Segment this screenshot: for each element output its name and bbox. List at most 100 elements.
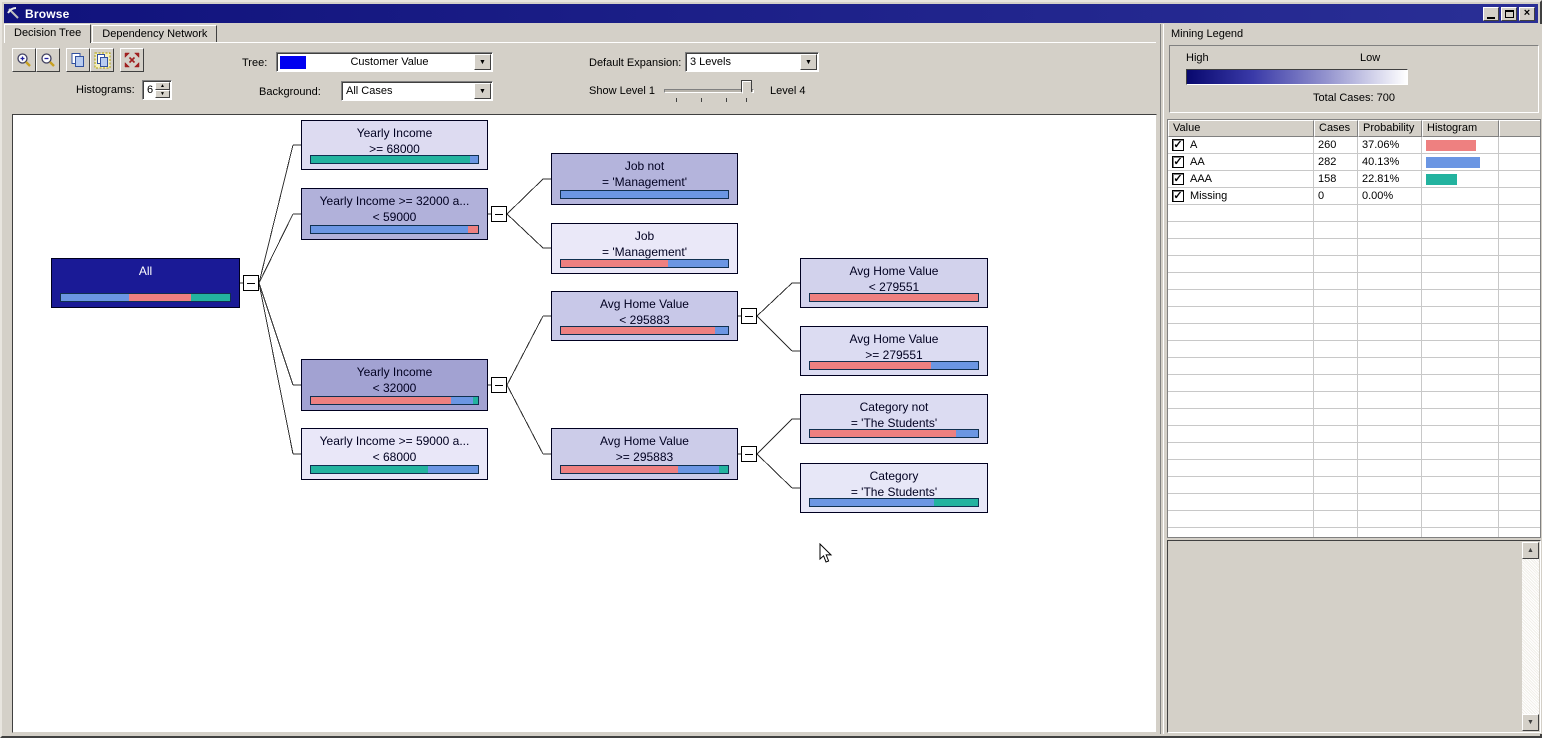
- histogram-segment: [451, 397, 473, 404]
- tree-label: Tree:: [242, 57, 268, 69]
- show-level-slider-thumb[interactable]: [741, 80, 752, 99]
- legend-empty-row: [1168, 460, 1540, 477]
- copy-all-button[interactable]: [90, 48, 114, 72]
- tree-node-category-the-students[interactable]: Category= 'The Students': [800, 463, 988, 513]
- level-right-label: Level 4: [770, 85, 806, 97]
- close-button[interactable]: ×: [1519, 6, 1535, 21]
- tree-node-avg-home-value-lt-295883[interactable]: Avg Home Value< 295883: [551, 291, 738, 341]
- empty-cell: [1314, 222, 1358, 239]
- empty-cell: [1168, 205, 1314, 222]
- legend-empty-row: [1168, 494, 1540, 511]
- empty-cell: [1422, 528, 1499, 537]
- tree-node-avg-home-value-ge-279551[interactable]: Avg Home Value>= 279551: [800, 326, 988, 376]
- row-checkbox[interactable]: ✓: [1172, 173, 1184, 185]
- title-bar: Browse ×: [4, 4, 1538, 23]
- maximize-button[interactable]: [1501, 6, 1517, 21]
- dropdown-arrow-icon[interactable]: ▼: [800, 54, 817, 70]
- legend-empty-row: [1168, 443, 1540, 460]
- empty-cell: [1314, 460, 1358, 477]
- background-dropdown[interactable]: All Cases ▼: [341, 81, 493, 101]
- spinner-up-icon[interactable]: ▲: [155, 82, 170, 90]
- histograms-spinner[interactable]: 6 ▲ ▼: [142, 80, 172, 100]
- mining-legend-title: Mining Legend: [1171, 28, 1244, 40]
- histogram-segment: [810, 499, 935, 506]
- empty-cell: [1422, 341, 1499, 358]
- zoom-out-button[interactable]: [36, 48, 60, 72]
- histogram-segment: [311, 397, 452, 404]
- default-expansion-dropdown[interactable]: 3 Levels ▼: [685, 52, 819, 72]
- node-label: >= 295883: [615, 450, 674, 464]
- empty-cell: [1168, 239, 1314, 256]
- tree-node-avg-home-value-lt-279551[interactable]: Avg Home Value< 279551: [800, 258, 988, 308]
- column-header-cases[interactable]: Cases: [1314, 120, 1358, 137]
- empty-cell: [1168, 222, 1314, 239]
- empty-cell: [1168, 494, 1314, 511]
- node-label: >= 279551: [865, 348, 923, 362]
- tree-node-category-not-the-students[interactable]: Category not= 'The Students': [800, 394, 988, 444]
- empty-cell: [1314, 358, 1358, 375]
- notes-scrollbar[interactable]: ▲ ▼: [1522, 542, 1539, 731]
- column-header-probability[interactable]: Probability: [1358, 120, 1422, 137]
- row-checkbox[interactable]: ✓: [1172, 190, 1184, 202]
- scroll-down-icon[interactable]: ▼: [1522, 714, 1539, 731]
- empty-cell: [1168, 460, 1314, 477]
- empty-cell: [1314, 443, 1358, 460]
- tree-node-yearly-income-ge-68000[interactable]: Yearly Income>= 68000: [301, 120, 488, 170]
- dropdown-arrow-icon[interactable]: ▼: [474, 83, 491, 99]
- node-label: < 32000: [372, 381, 417, 395]
- tree-node-avg-home-value-ge-295883[interactable]: Avg Home Value>= 295883: [551, 428, 738, 480]
- dropdown-arrow-icon[interactable]: ▼: [474, 54, 491, 70]
- node-histogram-bar: [60, 293, 231, 302]
- tree-node-job-not-management[interactable]: Job not= 'Management': [551, 153, 738, 205]
- spinner-down-icon[interactable]: ▼: [155, 90, 170, 98]
- node-histogram-bar: [809, 293, 979, 302]
- empty-cell: [1314, 375, 1358, 392]
- tree-node-yearly-income-32000-59000[interactable]: Yearly Income >= 32000 a...< 59000: [301, 188, 488, 240]
- collapse-toggle[interactable]: [491, 206, 507, 222]
- empty-cell: [1499, 528, 1540, 537]
- collapse-toggle[interactable]: [741, 308, 757, 324]
- tab-page-border: [4, 42, 1156, 44]
- zoom-in-button[interactable]: [12, 48, 36, 72]
- minimize-button[interactable]: [1483, 6, 1499, 21]
- tab-decision-tree[interactable]: Decision Tree: [4, 24, 92, 43]
- node-label: Avg Home Value: [849, 264, 939, 278]
- node-histogram-bar: [809, 361, 979, 370]
- collapse-toggle[interactable]: [491, 377, 507, 393]
- node-histogram-bar: [809, 498, 979, 507]
- row-checkbox[interactable]: ✓: [1172, 156, 1184, 168]
- column-header-value[interactable]: Value: [1168, 120, 1314, 137]
- tree-dropdown-value: Customer Value: [350, 56, 429, 68]
- empty-cell: [1168, 511, 1314, 528]
- tree-node-job-management[interactable]: Job= 'Management': [551, 223, 738, 274]
- show-level-slider-track[interactable]: [664, 89, 754, 93]
- copy-button[interactable]: [66, 48, 90, 72]
- tree-dropdown[interactable]: Customer Value ▼: [276, 52, 493, 72]
- tab-dependency-network[interactable]: Dependency Network: [92, 25, 218, 43]
- empty-cell: [1168, 392, 1314, 409]
- column-header-histogram[interactable]: Histogram: [1422, 120, 1499, 137]
- scroll-up-icon[interactable]: ▲: [1522, 542, 1539, 559]
- empty-cell: [1499, 494, 1540, 511]
- tree-node-yearly-income-59000-68000[interactable]: Yearly Income >= 59000 a...< 68000: [301, 428, 488, 480]
- size-to-fit-button[interactable]: [120, 48, 144, 72]
- empty-cell: [1358, 290, 1422, 307]
- histogram-segment: [930, 362, 978, 369]
- row-checkbox[interactable]: ✓: [1172, 139, 1184, 151]
- collapse-toggle[interactable]: [741, 446, 757, 462]
- collapse-toggle[interactable]: [243, 275, 259, 291]
- empty-cell: [1499, 443, 1540, 460]
- empty-cell: [1422, 205, 1499, 222]
- tree-node-yearly-income-lt-32000[interactable]: Yearly Income< 32000: [301, 359, 488, 411]
- empty-cell: [1168, 528, 1314, 537]
- panel-splitter[interactable]: [1160, 24, 1164, 734]
- tree-node-all[interactable]: All: [51, 258, 240, 308]
- empty-cell: [1422, 273, 1499, 290]
- empty-cell: [1499, 205, 1540, 222]
- histogram-segment: [810, 430, 957, 437]
